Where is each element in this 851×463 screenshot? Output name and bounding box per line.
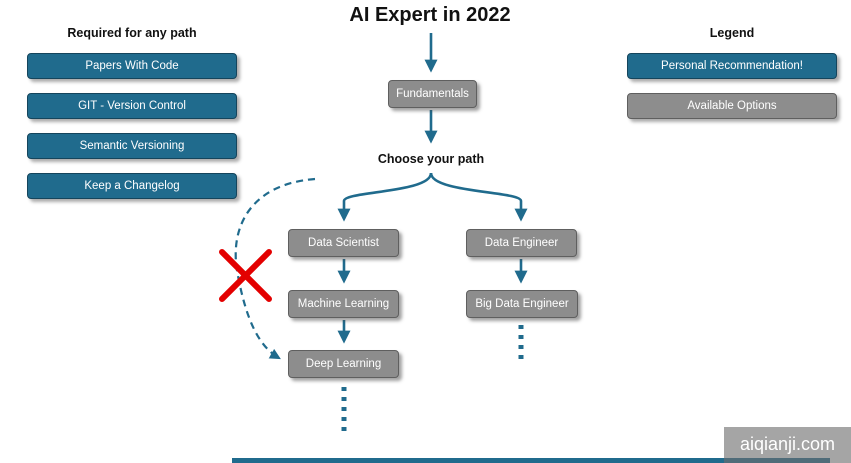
required-panel-heading: Required for any path [67,26,197,40]
legend-item-personal-recommendation: Personal Recommendation! [627,53,837,79]
page-title: AI Expert in 2022 [349,4,511,26]
dashed-skip-path [234,177,316,360]
node-data-engineer: Data Engineer [466,229,577,257]
choose-your-path-label: Choose your path [377,152,485,166]
required-item-git-version-control: GIT - Version Control [27,93,237,119]
watermark: aiqianji.com [723,427,851,463]
node-data-scientist: Data Scientist [288,229,399,257]
arrow-choose-to-data-engineer [429,172,528,222]
node-fundamentals: Fundamentals [388,80,477,108]
node-deep-learning: Deep Learning [288,350,399,378]
arrow-choose-to-data-scientist [337,172,433,222]
required-item-semantic-versioning: Semantic Versioning [27,133,237,159]
bottom-accent-bar [232,458,830,463]
legend-heading: Legend [709,26,755,40]
required-item-papers-with-code: Papers With Code [27,53,237,79]
legend-item-available-options: Available Options [627,93,837,119]
node-machine-learning: Machine Learning [288,290,399,318]
node-big-data-engineer: Big Data Engineer [466,290,578,318]
required-item-keep-a-changelog: Keep a Changelog [27,173,237,199]
blocked-cross-icon [219,249,272,302]
